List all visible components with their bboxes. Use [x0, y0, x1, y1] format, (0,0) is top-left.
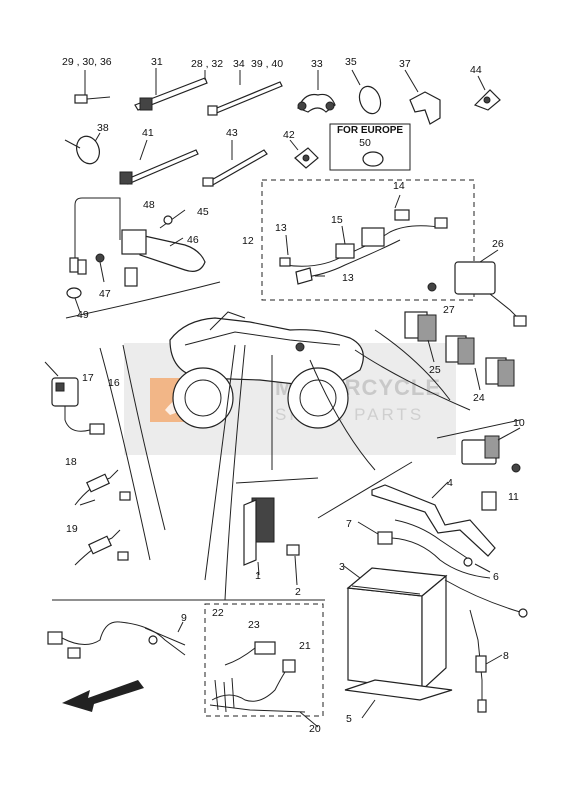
label-19: 19	[66, 523, 78, 535]
label-9: 9	[181, 612, 187, 624]
label-14: 14	[393, 180, 405, 192]
part-bolt-2	[286, 544, 300, 586]
label-20: 20	[309, 723, 321, 735]
label-22: 22	[212, 607, 224, 619]
label-39-40: 39 , 40	[251, 58, 283, 70]
part-cable-tie-41	[119, 139, 199, 185]
label-17: 17	[82, 372, 94, 384]
label-37: 37	[399, 58, 411, 70]
label-41: 41	[142, 127, 154, 139]
label-10: 10	[513, 417, 525, 429]
part-holder-42	[289, 139, 319, 169]
label-3: 3	[339, 561, 345, 573]
label-46: 46	[187, 234, 199, 246]
label-47: 47	[99, 288, 111, 300]
part-nut-48	[163, 215, 173, 225]
label-8: 8	[503, 650, 509, 662]
part-cap-35	[351, 69, 382, 115]
part-cable-6	[394, 519, 491, 573]
label-28-32: 28 , 32	[191, 58, 223, 70]
part-cable-8	[444, 579, 528, 713]
part-cable-tie-29	[74, 70, 111, 104]
euro-note-box: FOR EUROPE	[329, 123, 411, 171]
part-cable-tie-43	[202, 140, 268, 187]
part-battery-3	[343, 565, 448, 692]
label-45: 45	[197, 206, 209, 218]
label-18: 18	[65, 456, 77, 468]
label-11: 11	[508, 491, 519, 503]
label-33: 33	[311, 58, 323, 70]
part-wire-harness-12	[279, 194, 448, 285]
part-relay-25	[404, 311, 437, 363]
part-number-labels: 29 , 30, 36 31 28 , 32 34 39 , 40 33 35 …	[62, 56, 525, 735]
label-4: 4	[447, 477, 453, 489]
part-rectifier-1	[243, 497, 275, 576]
front-arrow-icon	[62, 680, 144, 712]
part-wire-9	[47, 621, 186, 659]
euro-note-label: FOR EUROPE	[337, 125, 403, 136]
label-5: 5	[346, 713, 352, 725]
label-38: 38	[97, 122, 109, 134]
label-42: 42	[283, 129, 295, 141]
label-25: 25	[429, 364, 441, 376]
part-screw-47	[95, 253, 105, 283]
label-29-30-36: 29 , 30, 36	[62, 56, 112, 68]
part-relay-24	[445, 335, 515, 391]
part-grommet-49	[66, 287, 82, 313]
part-cable-7	[357, 521, 491, 579]
part-battery-band-4	[371, 481, 496, 557]
part-handlebar-switch-45	[69, 197, 206, 287]
label-15: 15	[331, 214, 343, 226]
label-31: 31	[151, 56, 163, 68]
part-lead-19	[74, 529, 129, 566]
group-box-wire-20	[204, 603, 324, 717]
label-50: 50	[359, 137, 371, 149]
part-grommet-38	[64, 132, 101, 165]
part-clip-44	[473, 75, 501, 111]
label-2: 2	[295, 586, 301, 598]
part-bracket-37	[404, 69, 441, 125]
label-16: 16	[108, 377, 120, 389]
label-27: 27	[443, 304, 455, 316]
label-7: 7	[346, 518, 352, 530]
label-34: 34	[233, 58, 245, 70]
callout-lines	[52, 329, 521, 601]
label-24: 24	[473, 392, 485, 404]
group-box-wire-harness	[261, 179, 475, 301]
part-cable-tie-34	[207, 70, 283, 116]
part-cable-tie-31	[134, 68, 208, 111]
label-23: 23	[248, 619, 260, 631]
part-relay-26	[427, 249, 527, 327]
label-35: 35	[345, 56, 357, 68]
label-49: 49	[77, 309, 89, 321]
part-lead-18	[74, 469, 131, 506]
part-wire-20	[209, 641, 319, 728]
label-6: 6	[493, 571, 499, 583]
label-1: 1	[255, 570, 261, 582]
label-44: 44	[470, 64, 482, 76]
label-21: 21	[299, 640, 311, 652]
label-13-top: 13	[275, 222, 287, 234]
label-43: 43	[226, 127, 238, 139]
part-clamp-33	[297, 70, 336, 113]
label-13-bottom: 13	[342, 272, 354, 284]
part-relay-10	[461, 427, 521, 511]
part-battery-sheet-5	[344, 679, 453, 719]
label-48: 48	[143, 199, 155, 211]
part-main-switch-17	[44, 361, 105, 435]
label-26: 26	[492, 238, 504, 250]
callout-line-49	[65, 281, 221, 319]
label-12: 12	[242, 235, 254, 247]
